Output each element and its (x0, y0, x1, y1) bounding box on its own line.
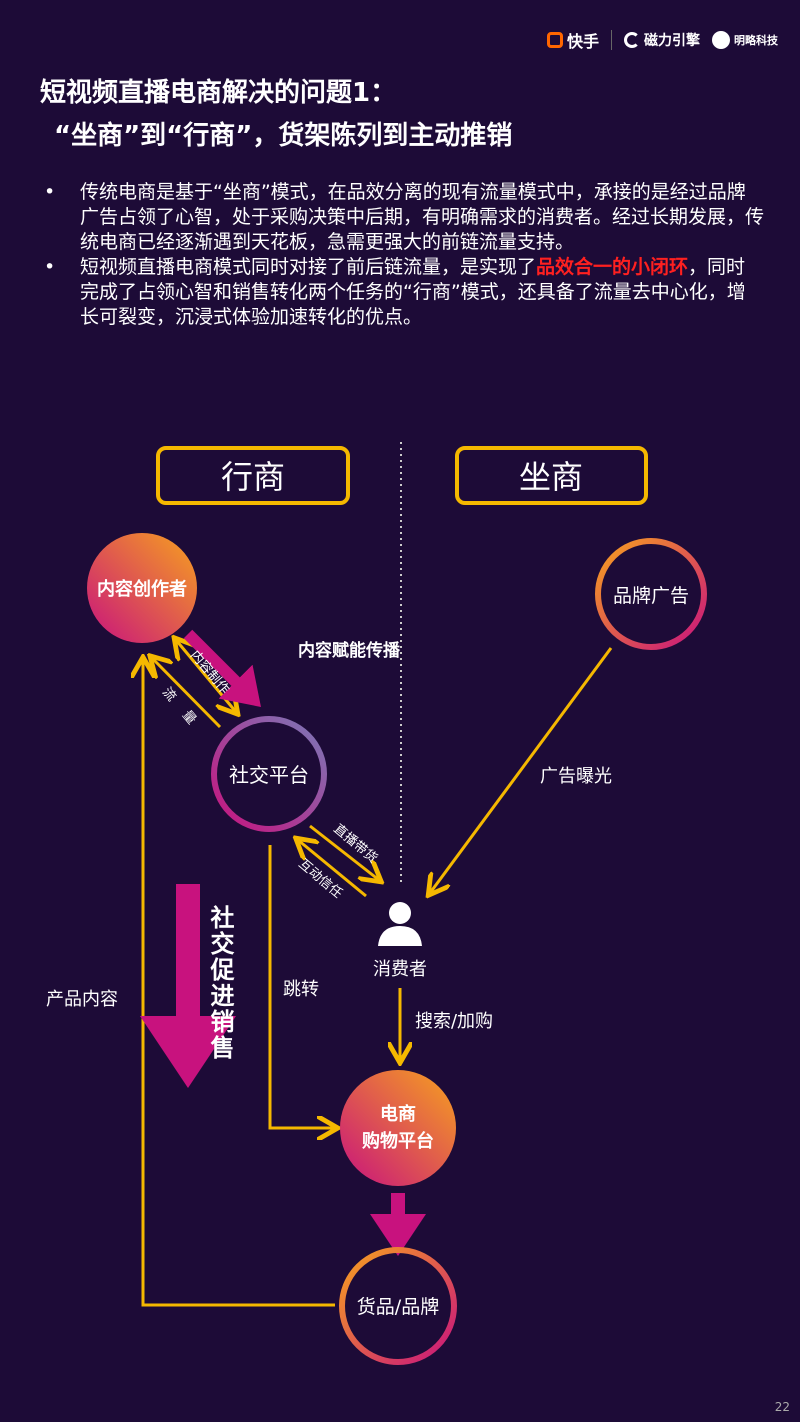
content-empower-label: 内容赋能传播 (298, 640, 401, 661)
trust-label: 互动信任 (295, 857, 344, 902)
consumer-icon (378, 902, 422, 946)
highlight-text: 品效合一的小闭环 (536, 256, 689, 278)
empower-arrow (183, 629, 261, 707)
minglue-icon (712, 31, 730, 49)
kuaishou-label: 快手 (566, 32, 599, 51)
cili-label: 磁力引擎 (644, 33, 700, 49)
jump-arrow (268, 845, 335, 1128)
jump-label: 跳转 (283, 979, 319, 1000)
logo-bar: 快手 磁力引擎 明略科技 (546, 28, 778, 52)
live-selling-label: 直播带货 (330, 821, 380, 867)
bullet-item: 短视频直播电商模式同时对接了前后链流量，是实现了品效合一的小闭环，同时完成了占领… (44, 255, 764, 330)
bullet-list: 传统电商是基于“坐商”模式，在品效分离的现有流量模式中，承接的是经过品牌广告占领… (44, 180, 764, 330)
creator-label: 内容创作者 (97, 578, 187, 600)
creator-node (87, 533, 197, 643)
bullet-item: 传统电商是基于“坐商”模式，在品效分离的现有流量模式中，承接的是经过品牌广告占领… (44, 180, 764, 255)
minglue-logo: 明略科技 (712, 31, 778, 49)
consumer-label: 消费者 (373, 959, 427, 980)
bullet-text: 短视频直播电商模式同时对接了前后链流量，是实现了 (80, 256, 537, 278)
divider (611, 30, 612, 50)
product-content-arrow (143, 660, 335, 1307)
minglue-label: 明略科技 (734, 34, 778, 47)
connectors (143, 640, 613, 1307)
kuaishou-icon (546, 32, 563, 48)
search-cart-label: 搜索/加购 (415, 1011, 493, 1032)
social-node (211, 716, 327, 832)
goods-node (339, 1247, 457, 1365)
cili-logo: 磁力引擎 (624, 30, 700, 50)
title-line-2: “坐商”到“行商”，货架陈列到主动推销 (54, 121, 513, 151)
ad-exposure-arrow (430, 647, 613, 893)
zuoshang-box (455, 446, 648, 505)
bullet-text: ，同时完成了占领心智和销售转化两个任务的“行商”模式，还具备了流量去中心化，增长… (80, 256, 746, 328)
social-sales-label: 社交促进销售 (206, 904, 235, 1061)
product-content-label: 产品内容 (46, 989, 118, 1010)
traffic-arrow (152, 658, 222, 729)
xingshang-label: 行商 (221, 458, 285, 496)
ad-exposure-label: 广告曝光 (540, 766, 612, 787)
bullet-text: 传统电商是基于“坐商”模式，在品效分离的现有流量模式中，承接的是经过品牌广告占领… (80, 181, 765, 253)
cili-icon (624, 32, 640, 48)
kuaishou-logo: 快手 (546, 28, 599, 52)
brand-ad-label: 品牌广告 (613, 585, 689, 607)
ecommerce-label-1: 电商 (380, 1103, 416, 1125)
trust-arrow (298, 840, 367, 898)
goods-label: 货品/品牌 (357, 1296, 439, 1318)
live-selling-arrow (309, 824, 379, 880)
ecommerce-label-2: 购物平台 (362, 1130, 434, 1152)
page-number: 22 (774, 1400, 790, 1414)
title-line-1: 短视频直播电商解决的问题1： (40, 78, 397, 108)
zuoshang-label: 坐商 (519, 458, 583, 496)
traffic-label-1: 流 (159, 685, 179, 705)
traffic-label-2: 量 (179, 708, 199, 728)
page-title: 短视频直播电商解决的问题1： “坐商”到“行商”，货架陈列到主动推销 (40, 72, 512, 158)
ecommerce-node (340, 1070, 456, 1186)
social-label: 社交平台 (229, 763, 309, 787)
xingshang-box (156, 446, 350, 505)
brand-ad-node (595, 538, 707, 650)
